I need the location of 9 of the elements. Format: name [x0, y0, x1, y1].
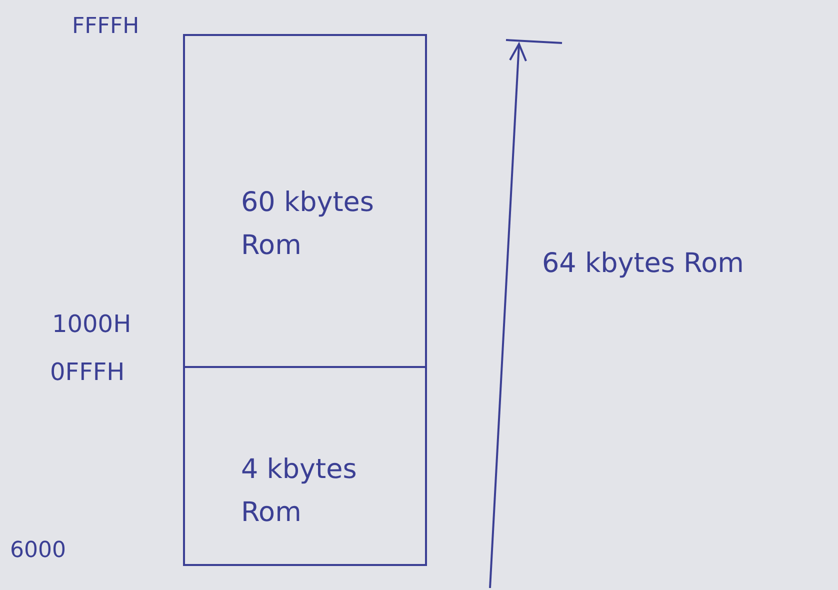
address-label: 1000H: [52, 310, 132, 338]
address-label: 0FFFH: [50, 358, 125, 386]
block-label: 4 kbytes Rom: [241, 453, 358, 530]
address-label: 6000: [10, 538, 66, 563]
block-label: 60 kbytes Rom: [241, 186, 375, 264]
dimension-label: 64 kbytes Rom: [542, 248, 744, 279]
memory-block: [183, 366, 427, 566]
memory-block: [183, 34, 427, 368]
address-label: FFFFH: [72, 14, 140, 39]
